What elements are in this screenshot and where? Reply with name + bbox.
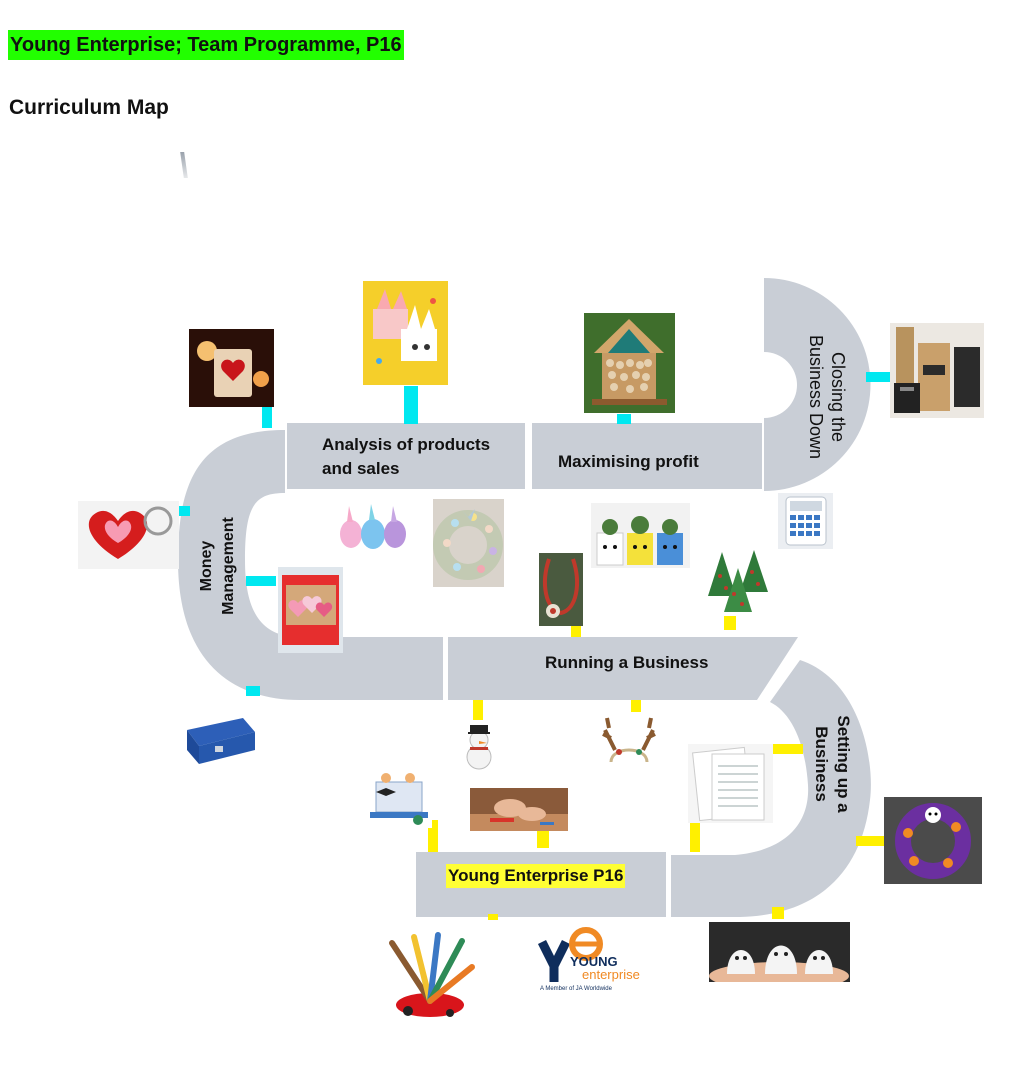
bunny-card-image: [363, 281, 448, 385]
birdhouse-image: [584, 313, 675, 413]
candle-jar-image: [189, 329, 274, 407]
connector: [690, 822, 700, 852]
heart-keyring-image: [78, 501, 179, 569]
ghost-figures-image: [709, 922, 850, 982]
connector: [537, 830, 549, 848]
valentine-card-image: [278, 567, 343, 653]
running-segment: [448, 637, 798, 700]
connector: [866, 372, 890, 382]
connector: [631, 700, 641, 714]
halloween-wreath-image: [884, 797, 982, 884]
classroom-icons-image: [366, 768, 432, 828]
logo-tagline: A Member of JA Worldwide: [540, 986, 612, 992]
antlers-headband-image: [597, 712, 661, 775]
young-enterprise-logo: YOUNG enterprise A Member of JA Worldwid…: [534, 922, 654, 997]
closing-arc: [764, 278, 871, 491]
stage-closing: Closing the Business Down: [806, 334, 848, 460]
page-title: Young Enterprise; Team Programme, P16: [8, 30, 404, 60]
connector: [178, 506, 190, 516]
connector: [246, 686, 260, 696]
stage-maximising-profit: Maximising profit: [558, 452, 699, 471]
maximising-segment: [532, 423, 762, 489]
stage-running-business: Running a Business: [545, 653, 709, 672]
succulent-pots-image: [591, 503, 690, 568]
stage-money-management: Money Management: [198, 517, 237, 615]
setting-up-curve: [671, 660, 871, 917]
connector: [571, 626, 581, 637]
stage-young-enterprise: Young Enterprise P16: [446, 864, 626, 888]
painted-eggs-image: [337, 500, 409, 554]
cash-box-image: [183, 706, 258, 769]
reindeer-ornament-image: [539, 553, 583, 626]
stage-analysis: Analysis of products and sales: [322, 435, 491, 478]
crafting-hands-image: [470, 788, 568, 831]
connector: [262, 406, 272, 428]
felt-trees-image: [704, 546, 774, 616]
egg-wreath-image: [433, 499, 504, 587]
connector: [724, 616, 736, 630]
money-jars-image: [890, 323, 984, 418]
calculator-image: [778, 493, 833, 549]
connector: [856, 836, 886, 846]
connector: [428, 820, 438, 852]
connector: [773, 744, 803, 754]
art-supplies-image: [378, 931, 480, 1023]
stage-setting-up: Setting up a Business: [812, 715, 853, 813]
analysis-segment: [287, 423, 525, 489]
snowman-image: [454, 721, 504, 772]
logo-brand-top: YOUNG: [570, 954, 618, 969]
connector: [488, 914, 498, 920]
connector: [246, 576, 276, 586]
connector: [772, 907, 784, 919]
connector: [404, 386, 418, 424]
page-subtitle: Curriculum Map: [9, 96, 169, 119]
connector: [473, 700, 483, 720]
money-management-curve: [178, 430, 443, 700]
to-do-list-image: [688, 744, 773, 823]
connector: [617, 414, 631, 424]
logo-brand-bottom: enterprise: [582, 967, 640, 982]
